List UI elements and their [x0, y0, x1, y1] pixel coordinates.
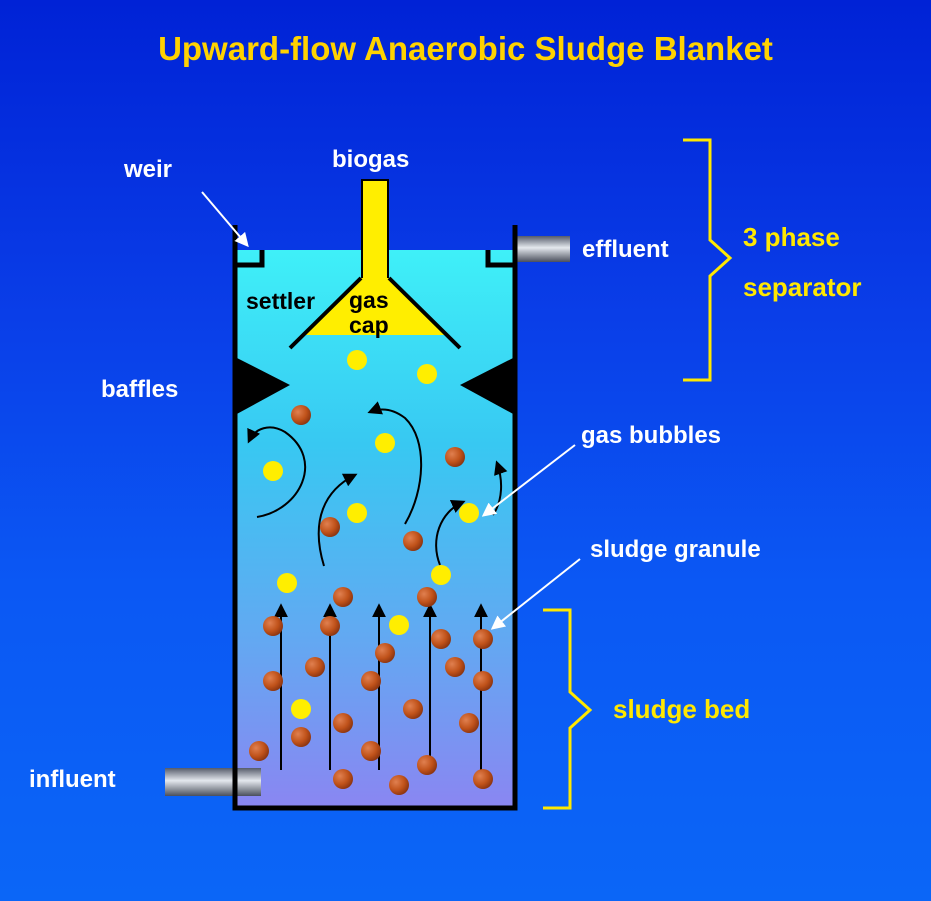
weir-pointer	[201, 191, 249, 248]
gas-bubble	[263, 461, 283, 481]
effluent-pipe	[515, 236, 570, 262]
sludge-granule	[333, 587, 353, 607]
sludge-granule	[403, 699, 423, 719]
gas-bubble	[277, 573, 297, 593]
biogas-label: biogas	[332, 146, 410, 173]
gas-bubbles-pointer	[481, 444, 576, 517]
sludge-granule	[291, 405, 311, 425]
sludge-granule	[333, 769, 353, 789]
sludge-granule	[445, 447, 465, 467]
baffles-label: baffles	[101, 376, 179, 403]
gas-cap-line1: gas	[349, 287, 389, 313]
diagram-title: Upward-flow Anaerobic Sludge Blanket	[158, 30, 773, 67]
separator-label-line2: separator	[743, 272, 862, 302]
sludge-bed-brace	[543, 608, 593, 810]
sludge-granule	[473, 671, 493, 691]
sludge-granule	[305, 657, 325, 677]
sludge-granule	[417, 755, 437, 775]
sludge-granule	[431, 629, 451, 649]
gas-bubble	[389, 615, 409, 635]
sludge-granules	[249, 405, 493, 795]
influent-label: influent	[29, 766, 116, 793]
gas-collector	[288, 179, 462, 350]
sludge-granule	[361, 741, 381, 761]
gas-cap-label: gas cap	[349, 288, 389, 338]
gas-cap-line2: cap	[349, 312, 389, 338]
sludge-granule-label: sludge granule	[590, 536, 761, 563]
sludge-granule	[459, 713, 479, 733]
gas-bubble	[459, 503, 479, 523]
sludge-granule	[361, 671, 381, 691]
sludge-granule	[320, 616, 340, 636]
sludge-granule	[389, 775, 409, 795]
gas-bubbles	[263, 350, 479, 719]
sludge-granule	[445, 657, 465, 677]
settler-label: settler	[246, 288, 316, 314]
sludge-granule	[320, 517, 340, 537]
reactor-walls	[232, 225, 518, 811]
sludge-granule	[333, 713, 353, 733]
mixing-arrows	[247, 401, 508, 567]
gas-bubble	[347, 350, 367, 370]
influent-pipe	[165, 768, 261, 796]
pointer-arrows	[201, 191, 581, 630]
weir-label: weir	[124, 156, 173, 183]
sludge-granule-pointer	[490, 558, 581, 630]
sludge-granule	[403, 531, 423, 551]
effluent-label: effluent	[582, 236, 669, 263]
separator-brace	[683, 138, 733, 382]
sludge-granule	[375, 643, 395, 663]
gas-bubble	[431, 565, 451, 585]
gas-bubble	[291, 699, 311, 719]
sludge-granule	[263, 616, 283, 636]
gas-bubble	[347, 503, 367, 523]
sludge-bed-label: sludge bed	[613, 694, 751, 724]
sludge-granule	[473, 629, 493, 649]
baffle-right	[460, 357, 515, 415]
sludge-granule	[417, 587, 437, 607]
sludge-granule	[263, 671, 283, 691]
gas-bubble	[375, 433, 395, 453]
sludge-granule	[473, 769, 493, 789]
baffle-left	[235, 357, 290, 415]
gas-bubble	[417, 364, 437, 384]
sludge-granule	[249, 741, 269, 761]
sludge-granule	[291, 727, 311, 747]
separator-label-line1: 3 phase	[743, 222, 840, 252]
gas-bubbles-label: gas bubbles	[581, 422, 722, 449]
